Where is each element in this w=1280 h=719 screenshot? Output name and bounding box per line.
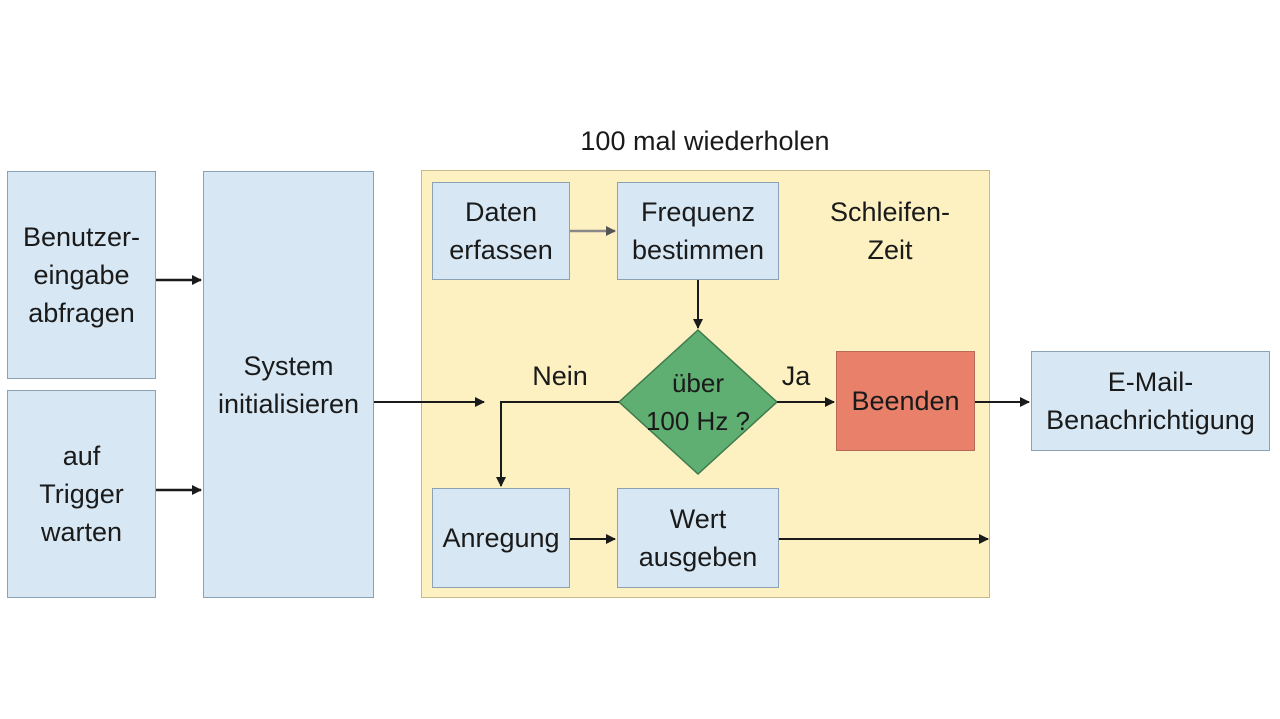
- finish-box: Beenden: [836, 351, 975, 451]
- determine-frequency-box: Frequenz bestimmen: [617, 182, 779, 280]
- init-system-box: System initialisieren: [203, 171, 374, 598]
- no-label: Nein: [532, 361, 588, 391]
- excitation-box: Anregung: [432, 488, 570, 588]
- email-notification-box: E-Mail- Benachrichtigung: [1031, 351, 1270, 451]
- acquire-data-box: Daten erfassen: [432, 182, 570, 280]
- decision-diamond: [617, 328, 779, 476]
- output-value-box: Wert ausgeben: [617, 488, 779, 588]
- decision-label: über 100 Hz ?: [645, 368, 751, 436]
- loop-time-label: Schleifen- Zeit: [829, 197, 951, 265]
- wait-trigger-box: auf Trigger warten: [7, 390, 156, 598]
- arrow-decision-no: [496, 401, 619, 487]
- loop-title: 100 mal wiederholen: [580, 126, 830, 156]
- user-input-box: Benutzer- eingabe abfragen: [7, 171, 156, 379]
- yes-label: Ja: [781, 361, 811, 391]
